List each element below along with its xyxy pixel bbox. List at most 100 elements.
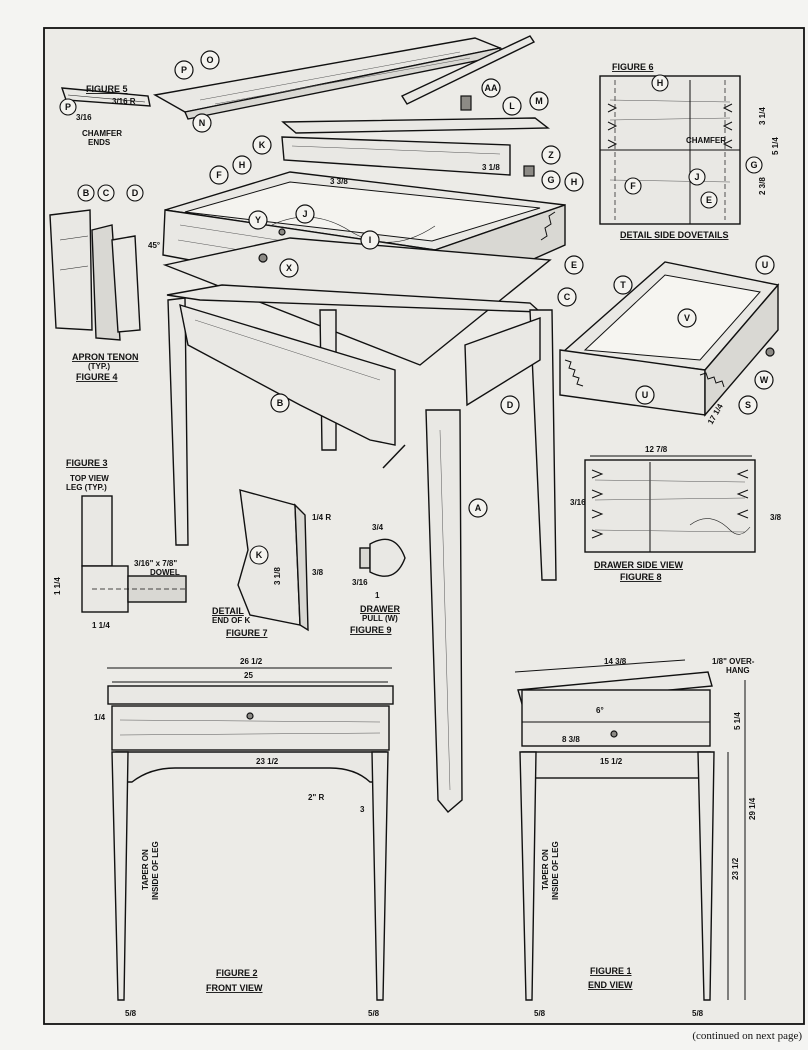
svg-text:PULL (W): PULL (W) [362,614,398,623]
svg-text:5/8: 5/8 [534,1009,546,1018]
callout-b: B [270,393,290,413]
svg-text:1 1/4: 1 1/4 [53,577,62,595]
figure-3: FIGURE 3 TOP VIEW LEG (TYP.) 3/16" x 7/8… [53,458,187,630]
part-callouts: P O N AA L M K Z G H H F Y J I X E C B D… [174,50,775,518]
svg-text:E: E [706,195,712,205]
svg-text:FIGURE 6: FIGURE 6 [612,62,654,72]
svg-text:3/8: 3/8 [312,568,324,577]
front-lid [107,685,394,705]
callout-w: W [754,370,774,390]
svg-text:5 1/4: 5 1/4 [771,137,780,155]
dim-3-3-8: 3 3/8 [330,177,348,186]
svg-text:K: K [256,550,263,560]
callout-h2: H [232,155,252,175]
callout-k: K [252,135,272,155]
svg-text:12 7/8: 12 7/8 [645,445,668,454]
svg-text:L: L [509,101,515,111]
end-leg-right [697,751,715,1001]
figure-6: FIGURE 6 CHAMFER 3 1/4 5 1/4 2 3/8 H F J… [599,62,780,240]
svg-text:C: C [564,292,571,302]
callout-e: E [564,255,584,275]
svg-text:1/4: 1/4 [94,713,106,722]
svg-text:2" R: 2" R [308,793,324,802]
end-leg-left [519,751,537,1001]
figure-7: K 1/4 R 3 1/8 3/8 DETAIL END OF K FIGURE… [212,489,331,638]
svg-text:F: F [216,170,222,180]
svg-text:8 3/8: 8 3/8 [562,735,580,744]
svg-text:DRAWER SIDE VIEW: DRAWER SIDE VIEW [594,560,684,570]
svg-text:H: H [571,177,578,187]
svg-text:5/8: 5/8 [692,1009,704,1018]
callout-l: L [502,96,522,116]
svg-text:5/8: 5/8 [368,1009,380,1018]
callout-n: N [192,113,212,133]
svg-text:END VIEW: END VIEW [588,980,633,990]
svg-text:FIGURE 7: FIGURE 7 [226,628,268,638]
svg-text:V: V [684,313,690,323]
svg-text:TAPER ON: TAPER ON [141,849,150,890]
back-board-k [281,136,511,176]
svg-text:W: W [760,375,769,385]
svg-text:DETAIL SIDE DOVETAILS: DETAIL SIDE DOVETAILS [620,230,729,240]
drawer-side-s [704,283,779,417]
figure-8: 12 7/8 3/16 3/8 DRAWER SIDE VIEW FIGURE … [570,445,782,582]
figure-5: FIGURE 5 3/16 R 3/16 CHAMFER ENDS P [59,84,151,147]
svg-text:1: 1 [375,591,380,600]
svg-text:D: D [132,188,139,198]
svg-text:3/16: 3/16 [352,578,368,587]
svg-text:FIGURE 9: FIGURE 9 [350,625,392,635]
svg-text:G: G [750,160,757,170]
svg-text:3/16" x 7/8": 3/16" x 7/8" [134,559,177,568]
figure-4-bubbles: B C D [77,184,144,202]
svg-text:I: I [369,235,372,245]
svg-text:ENDS: ENDS [88,138,111,147]
svg-text:E: E [571,260,577,270]
svg-text:LEG (TYP.): LEG (TYP.) [66,483,107,492]
svg-text:N: N [199,118,206,128]
svg-text:5/8: 5/8 [125,1009,137,1018]
svg-text:25: 25 [244,671,253,680]
svg-text:FIGURE 4: FIGURE 4 [76,372,118,382]
svg-text:M: M [535,96,543,106]
callout-f: F [209,165,229,185]
callout-h: H [564,172,584,192]
svg-text:T: T [620,280,626,290]
svg-text:P: P [181,65,187,75]
dim-3-1-8: 3 1/8 [482,163,500,172]
svg-text:U: U [642,390,649,400]
svg-text:2 3/8: 2 3/8 [758,177,767,195]
continued-note: (continued on next page) [692,1030,802,1042]
svg-text:3/8: 3/8 [770,513,782,522]
svg-text:B: B [83,188,90,198]
leg-right [529,309,557,581]
svg-text:CHAMFER: CHAMFER [82,129,122,138]
svg-text:23 1/2: 23 1/2 [731,857,740,880]
end-apron [521,751,711,779]
svg-text:TAPER ON: TAPER ON [541,849,550,890]
callout-aa: AA [481,78,501,98]
callout-p: P [174,60,194,80]
svg-text:FIGURE 1: FIGURE 1 [590,966,632,976]
svg-text:FRONT VIEW: FRONT VIEW [206,983,263,993]
hinge-strip-l [281,117,551,134]
callout-g: G [541,170,561,190]
end-box [521,689,711,747]
svg-text:1/8" OVER-: 1/8" OVER- [712,657,755,666]
callout-y: Y [248,210,268,230]
svg-text:APRON TENON: APRON TENON [72,352,139,362]
svg-text:J: J [302,209,307,219]
svg-text:45°: 45° [148,241,160,250]
svg-text:23 1/2: 23 1/2 [256,757,279,766]
figure-9: 3/4 3/16 1 DRAWER PULL (W) FIGURE 9 [350,523,406,635]
svg-text:DOWEL: DOWEL [150,568,180,577]
svg-text:AA: AA [485,83,498,93]
callout-v: V [677,308,697,328]
callout-j: J [295,204,315,224]
callout-t: T [613,275,633,295]
svg-text:A: A [475,503,482,513]
svg-text:14 3/8: 14 3/8 [604,657,627,666]
front-leg-right [371,751,389,1001]
svg-text:HANG: HANG [726,666,750,675]
callout-u: U [755,255,775,275]
svg-text:15 1/2: 15 1/2 [600,757,623,766]
